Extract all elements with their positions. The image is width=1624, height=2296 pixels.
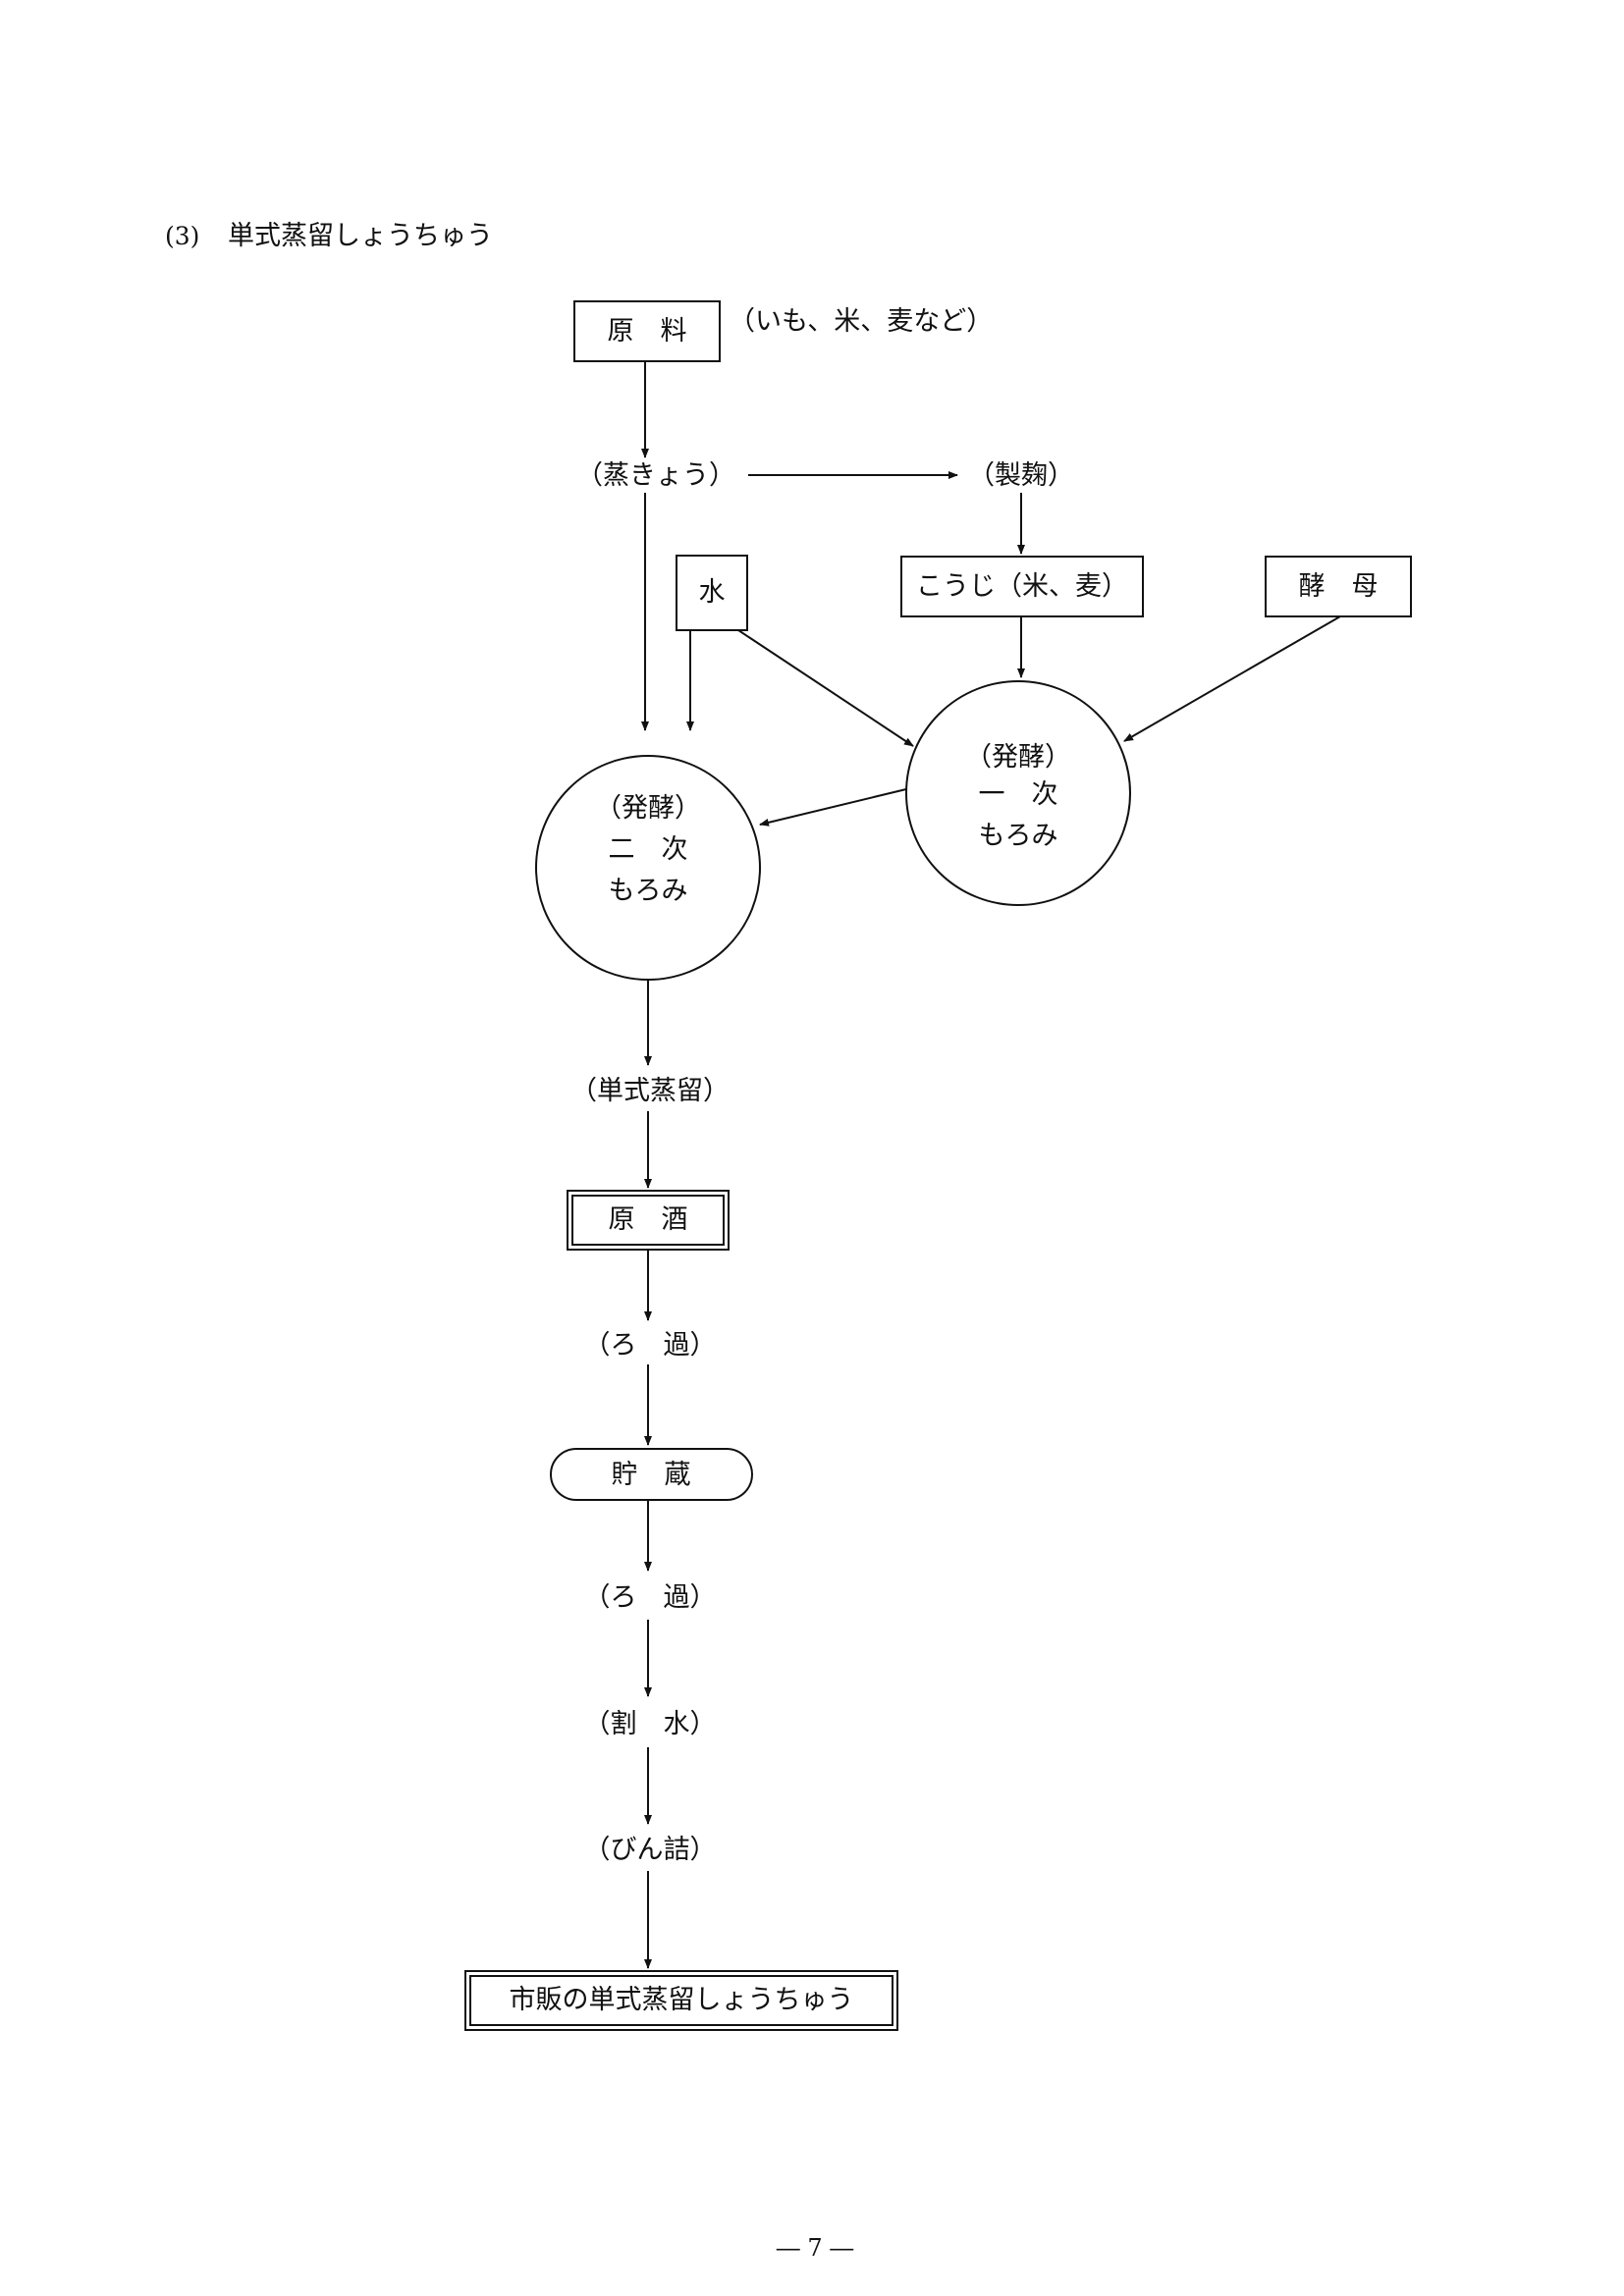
raw-material-box	[573, 300, 721, 362]
page-number: ― 7 ―	[776, 2234, 854, 2262]
secondary-line1-label: 二 次	[608, 834, 688, 865]
secondary-line2-label: もろみ	[608, 876, 688, 906]
arrow-yeast-to-primary	[1123, 615, 1341, 742]
section-title: 単式蒸留しょうちゅう	[228, 221, 493, 251]
primary-process-label: （発酵）	[965, 742, 1071, 773]
raw-material-note: （いも、米、麦など）	[729, 306, 994, 337]
arrow-primary-to-secondary	[759, 788, 907, 827]
raw-spirit-box-inner	[571, 1195, 725, 1246]
primary-moromi-circle	[905, 680, 1131, 906]
water-label: 水	[698, 577, 726, 608]
bottling-label: （びん詰）	[583, 1835, 717, 1865]
water-box	[676, 555, 748, 631]
secondary-process-label: （発酵）	[595, 793, 701, 824]
primary-line1-label: 一 次	[978, 779, 1058, 810]
distillation-label: （単式蒸留）	[570, 1076, 730, 1106]
secondary-moromi-circle	[535, 755, 761, 981]
final-product-box-inner	[469, 1975, 893, 2026]
primary-line2-label: もろみ	[978, 821, 1058, 851]
steaming-label: （蒸きょう）	[576, 460, 735, 491]
raw-spirit-label: 原 酒	[608, 1204, 688, 1235]
section-number: (3)	[165, 222, 200, 250]
storage-label: 貯 蔵	[611, 1460, 691, 1490]
koji-label: こうじ（米、麦）	[916, 571, 1128, 602]
filtration-1-label: （ろ 過）	[583, 1330, 717, 1361]
koji-making-label: （製麹）	[968, 460, 1074, 491]
raw-material-label: 原 料	[607, 316, 687, 347]
yeast-label: 酵 母	[1298, 571, 1379, 602]
filtration-2-label: （ろ 過）	[583, 1582, 717, 1613]
final-product-label: 市販の単式蒸留しょうちゅう	[509, 1985, 854, 2015]
storage-box	[550, 1448, 753, 1501]
arrow-water-to-primary	[737, 629, 914, 747]
final-product-box-outer	[464, 1970, 898, 2031]
dilution-label: （割 水）	[583, 1709, 717, 1739]
